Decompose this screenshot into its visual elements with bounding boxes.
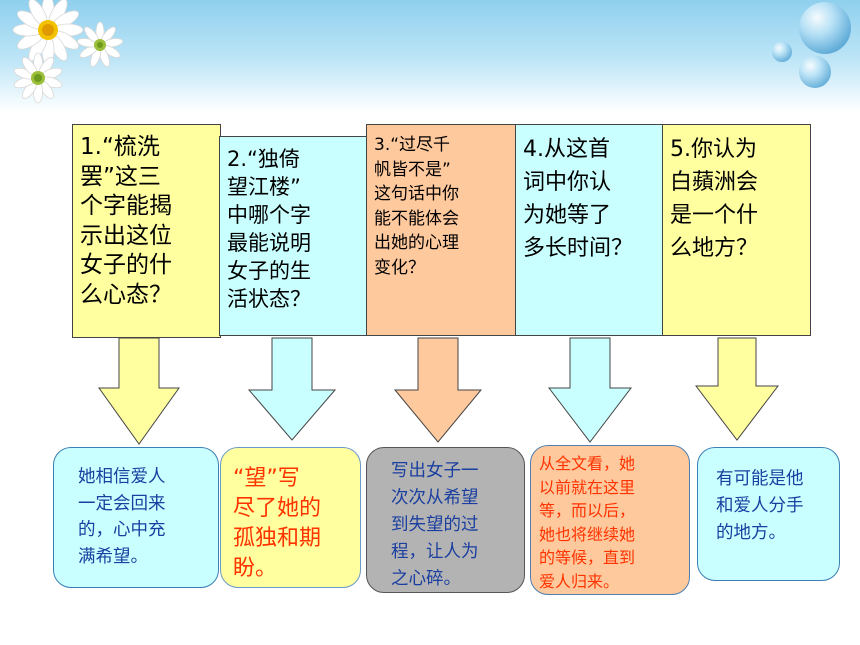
question-box-3: 3.“过尽千 帆皆不是” 这句话中你 能不能体会 出她的心理 变化？ bbox=[366, 124, 516, 336]
bubble-icon bbox=[799, 56, 831, 88]
bubble-icon bbox=[772, 42, 792, 62]
down-arrow-icon bbox=[247, 337, 337, 441]
answer-box-3: 写出女子一 次次从希望 到失望的过 程，让人为 之心碎。 bbox=[366, 447, 525, 593]
bubble-icon bbox=[799, 2, 851, 54]
down-arrow-icon bbox=[547, 337, 633, 443]
question-box-1: 1.“梳洗 罢”这三 个字能揭 示出这位 女子的什 么心态？ bbox=[72, 124, 221, 338]
bubbles-decoration bbox=[772, 2, 851, 88]
daisy-flowers-decoration bbox=[12, 0, 124, 104]
answer-box-5: 有可能是他 和爱人分手 的地方。 bbox=[697, 447, 840, 581]
answer-box-4: 从全文看，她 以前就在这里 等，而以后， 她也将继续她 的等候，直到 爱人归来。 bbox=[530, 445, 690, 595]
question-box-5: 5.你认为 白蘋洲会 是一个什 么地方？ bbox=[662, 124, 811, 336]
down-arrow-icon bbox=[98, 337, 180, 445]
answer-box-1: 她相信爱人 一定会回来 的，心中充 满希望。 bbox=[53, 447, 219, 588]
question-box-2: 2.“独倚 望江楼” 中哪个字 最能说明 女子的生 活状态？ bbox=[219, 136, 367, 336]
flower-icon bbox=[76, 21, 124, 68]
down-arrow-icon bbox=[694, 337, 780, 441]
header-banner bbox=[0, 0, 860, 112]
flower-icon bbox=[13, 52, 63, 104]
down-arrow-icon bbox=[393, 337, 483, 443]
flower-icon bbox=[12, 0, 84, 66]
answer-box-2: “望”写 尽了她的 孤独和期 盼。 bbox=[220, 447, 361, 588]
question-box-4: 4.从这首 词中你认 为她等了 多长时间？ bbox=[515, 124, 663, 336]
